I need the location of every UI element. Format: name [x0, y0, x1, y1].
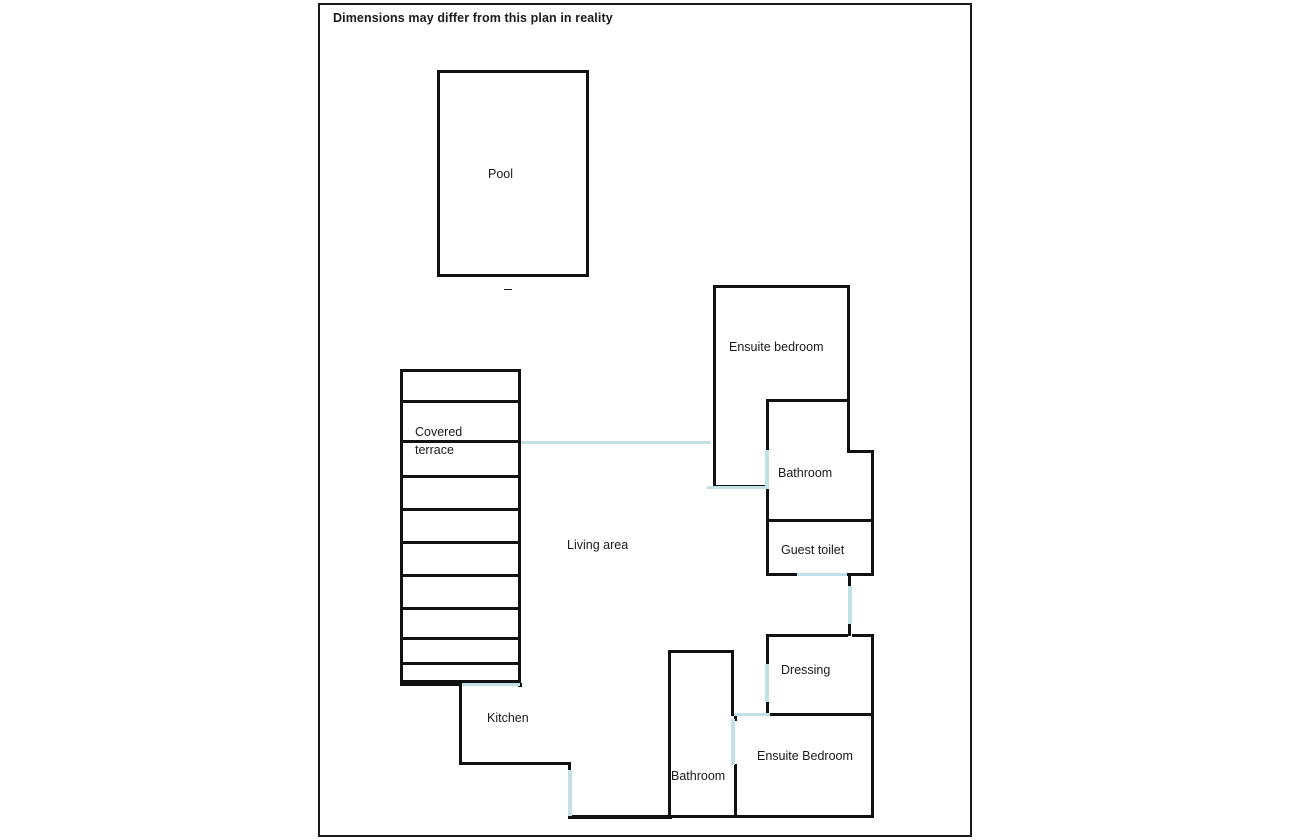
ensuite-bedroom-lower-wall-south [734, 815, 874, 818]
dressing-wall-west-top [766, 634, 769, 666]
terrace-divider-8 [400, 637, 521, 640]
door-bathroom-lower-east [731, 719, 735, 765]
bathroom-upper-wall-south [766, 519, 874, 522]
guest-toilet-wall-south-left [766, 573, 800, 576]
room-label-ensuite-bedroom-lower: Ensuite Bedroom [757, 749, 853, 763]
bathroom-lower-wall-south [668, 815, 738, 818]
pool-bottom-tick [504, 289, 512, 290]
terrace-divider-2 [400, 440, 521, 443]
corridor-wall-stub-upper [848, 576, 851, 588]
door-bathroom-upper-west [765, 450, 769, 486]
plan-sheet-frame [318, 3, 972, 837]
room-label-covered-terrace-line2: terrace [415, 443, 454, 457]
room-pool [437, 70, 589, 277]
dressing-wall-west-bottom [766, 700, 769, 716]
door-dressing-west [765, 664, 769, 702]
ensuite-bedroom-upper-wall-north [713, 285, 850, 288]
kitchen-wall-north-corner [518, 683, 522, 687]
door-living-to-bathroom-upper [707, 486, 769, 489]
ensuite-bedroom-lower-wall-west-bottom [734, 764, 737, 818]
bathroom-upper-wall-west-top [766, 399, 769, 451]
terrace-divider-3 [400, 475, 521, 478]
corridor-wall-stub-lower [848, 622, 851, 636]
door-guest-toilet-to-dressing [848, 586, 852, 624]
room-label-covered-terrace-line1: Covered [415, 425, 463, 439]
bathroom-lower-wall-east-top [731, 650, 734, 716]
outer-wall-south-left [568, 815, 672, 819]
door-dressing-to-bedroom-lower [734, 713, 770, 716]
bathroom-upper-wall-west-bottom [766, 486, 769, 522]
room-label-kitchen: Kitchen [487, 711, 529, 725]
door-terrace-to-living [521, 441, 711, 444]
ensuite-bedroom-upper-wall-east [847, 285, 850, 453]
bathroom-upper-wall-east-step [847, 450, 874, 453]
room-label-living-area: Living area [567, 538, 629, 552]
kitchen-wall-south [459, 762, 571, 765]
terrace-divider-4 [400, 508, 521, 511]
kitchen-wall-step-down [568, 762, 571, 772]
room-label-ensuite-bedroom-upper: Ensuite bedroom [729, 340, 824, 354]
kitchen-wall-west [459, 683, 462, 765]
terrace-divider-7 [400, 607, 521, 610]
room-label-guest-toilet: Guest toilet [781, 543, 845, 557]
bathroom-upper-wall-east [871, 450, 874, 576]
room-label-pool: Pool [488, 167, 514, 181]
terrace-divider-6 [400, 574, 521, 577]
door-kitchen-south [568, 770, 572, 816]
bathroom-lower-wall-north [668, 650, 734, 653]
dressing-wall-north-left [766, 634, 848, 637]
door-guest-toilet-south [797, 573, 847, 576]
plan-disclaimer-text: Dimensions may differ from this plan in … [333, 11, 613, 25]
bathroom-lower-wall-west [668, 650, 671, 818]
room-covered-terrace [400, 369, 521, 683]
ensuite-bedroom-lower-wall-west-top [734, 713, 737, 721]
room-label-bathroom-upper: Bathroom [778, 466, 833, 480]
room-label-dressing: Dressing [781, 663, 831, 677]
dressing-wall-south [766, 713, 874, 716]
guest-toilet-wall-south-right [844, 573, 874, 576]
terrace-divider-9 [400, 662, 521, 665]
ensuite-bedroom-upper-wall-west [713, 285, 716, 488]
guest-toilet-wall-west [766, 519, 769, 576]
dressing-wall-north-right [852, 634, 874, 637]
ensuite-bedroom-upper-wall-south [766, 399, 850, 402]
door-terrace-to-kitchen [462, 683, 520, 686]
room-label-bathroom-lower: Bathroom [671, 769, 726, 783]
dressing-bedroom-wall-east [871, 634, 874, 818]
terrace-divider-1 [400, 400, 521, 403]
terrace-divider-5 [400, 541, 521, 544]
kitchen-wall-north-left [400, 683, 462, 686]
